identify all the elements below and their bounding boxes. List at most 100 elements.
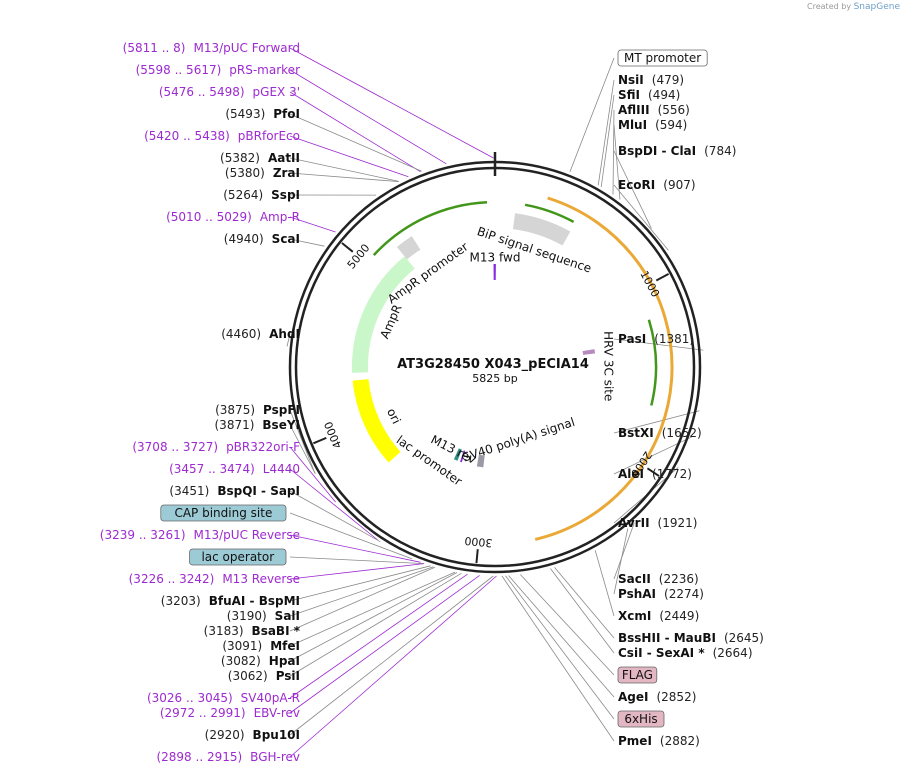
site-position: (5010 .. 5029)	[166, 210, 252, 224]
enzyme-label: BstXI(1652)	[618, 426, 702, 440]
feature-tag-label: lac operator	[201, 550, 274, 564]
site-position: (2882)	[660, 734, 700, 748]
enzyme-label: (3082)HpaI	[221, 654, 300, 668]
primer-label: (3226 .. 3242) M13 Reverse	[129, 572, 300, 586]
enzyme-label: (3091)MfeI	[222, 639, 300, 653]
site-name: BspDI - ClaI	[618, 144, 696, 158]
leader-line	[613, 124, 621, 200]
site-position: (1772)	[652, 467, 692, 481]
enzyme-label: AleI (1772)	[618, 467, 692, 481]
feature-arc[interactable]	[460, 450, 466, 463]
leader-line	[613, 522, 635, 580]
site-name: SalI	[275, 609, 300, 623]
site-position: (556)	[658, 103, 690, 117]
site-name: BspQI - SapI	[217, 484, 300, 498]
enzyme-label: CsiI - SexAI * (2664)	[618, 646, 753, 660]
site-name: M13 Reverse	[222, 572, 300, 586]
feature-arc[interactable]	[582, 349, 596, 355]
feature-tag-label: 6xHis	[624, 712, 657, 726]
feature-tag	[160, 504, 287, 522]
site-position: (3226 .. 3242)	[129, 572, 215, 586]
leader-line	[289, 566, 434, 617]
tick-mark	[341, 242, 354, 253]
site-position: (4460)	[221, 327, 261, 341]
tick-label: 1000	[637, 269, 662, 300]
backbone-ring	[288, 152, 702, 574]
site-position: (2852)	[656, 690, 696, 704]
leader-line	[289, 47, 494, 159]
site-position: (5420 .. 5438)	[144, 129, 230, 143]
leader-line	[289, 409, 316, 474]
primer-label: (3708 .. 3727)pBR322ori-F	[132, 440, 300, 454]
site-position: (5264)	[223, 188, 263, 202]
leader-line	[612, 109, 615, 195]
leader-line	[289, 216, 336, 233]
leader-line	[289, 575, 494, 736]
orf-arc	[647, 319, 658, 406]
enzyme-label: EcoRI (907)	[618, 178, 696, 192]
primer-label: (5598 .. 5617)pRS-marker	[136, 63, 300, 77]
site-position: (594)	[655, 118, 687, 132]
site-position: (5811 .. 8)	[123, 41, 186, 55]
site-name: MluI	[618, 118, 647, 132]
site-position: (1381)	[654, 332, 694, 346]
feature-arc[interactable]	[476, 454, 485, 468]
primer-label: (5476 .. 5498)pGEX 3'	[159, 85, 300, 99]
site-name: PshAI	[618, 587, 656, 601]
site-name: CsiI - SexAI *	[618, 646, 705, 660]
feature-arc[interactable]	[453, 448, 462, 461]
leader-line	[289, 238, 325, 247]
enzyme-label: BspDI - ClaI(784)	[618, 144, 736, 158]
feature-arc[interactable]	[352, 256, 415, 373]
orf-arc	[524, 203, 575, 223]
leader-line	[289, 490, 381, 543]
leader-line	[289, 135, 409, 178]
site-name: EcoRI	[618, 178, 655, 192]
label-leader-lines	[286, 47, 704, 758]
feature-label: HRV 3C site	[601, 331, 615, 401]
enzyme-label: (4940)ScaI	[224, 232, 300, 246]
site-name: ScaI	[272, 232, 300, 246]
enzyme-label: (4460)AhdI	[221, 327, 300, 341]
site-position: (2664)	[713, 646, 753, 660]
feature-arc[interactable]	[352, 378, 401, 463]
leader-line	[550, 568, 615, 654]
enzyme-label: MluI (594)	[618, 118, 687, 132]
leader-line	[613, 184, 669, 251]
site-name: BGH-rev	[250, 750, 300, 764]
enzyme-label: (5382)AatII	[220, 151, 300, 165]
site-name: PfoI	[273, 107, 300, 121]
leader-line	[289, 534, 421, 563]
leader-line	[289, 424, 316, 475]
site-name: AleI	[618, 467, 644, 481]
enzyme-label: AvrII(1921)	[618, 516, 697, 530]
leader-line	[613, 410, 700, 434]
primer-label: (3457 .. 3474)L4440	[169, 462, 300, 476]
plasmid-name: AT3G28450 X043_pECIA14	[397, 357, 589, 372]
enzyme-label: (5264)SspI	[223, 188, 300, 202]
enzyme-label: PshAI(2274)	[618, 587, 704, 601]
enzyme-label: PasI(1381)	[618, 332, 694, 346]
tick-label: 3000	[464, 534, 493, 550]
site-position: (907)	[663, 178, 695, 192]
feature-tag-label: CAP binding site	[174, 506, 272, 520]
primer-label: (5010 .. 5029)Amp-R	[166, 210, 300, 224]
site-position: (3183)	[204, 624, 244, 638]
site-position: (2449)	[659, 609, 699, 623]
leader-line	[520, 574, 615, 676]
leader-line	[289, 556, 425, 564]
credit-text: Created by	[807, 2, 852, 11]
site-position: (3026 .. 3045)	[147, 691, 233, 705]
site-name: pBR322ori-F	[226, 440, 300, 454]
site-labels: (5811 .. 8)M13/pUC Forward(5598 .. 5617)…	[100, 41, 764, 764]
primer-label: (2972 .. 2991)EBV-rev	[160, 706, 300, 720]
site-name: BfuAI - BspMI	[209, 594, 300, 608]
site-position: (3091)	[222, 639, 262, 653]
site-name: SV40pA-R	[241, 691, 300, 705]
orf-arcs	[372, 196, 674, 541]
leader-line	[597, 79, 615, 186]
feature-arc[interactable]	[512, 213, 571, 246]
feature-arc[interactable]	[396, 236, 421, 260]
enzyme-label: XcmI(2449)	[618, 609, 699, 623]
